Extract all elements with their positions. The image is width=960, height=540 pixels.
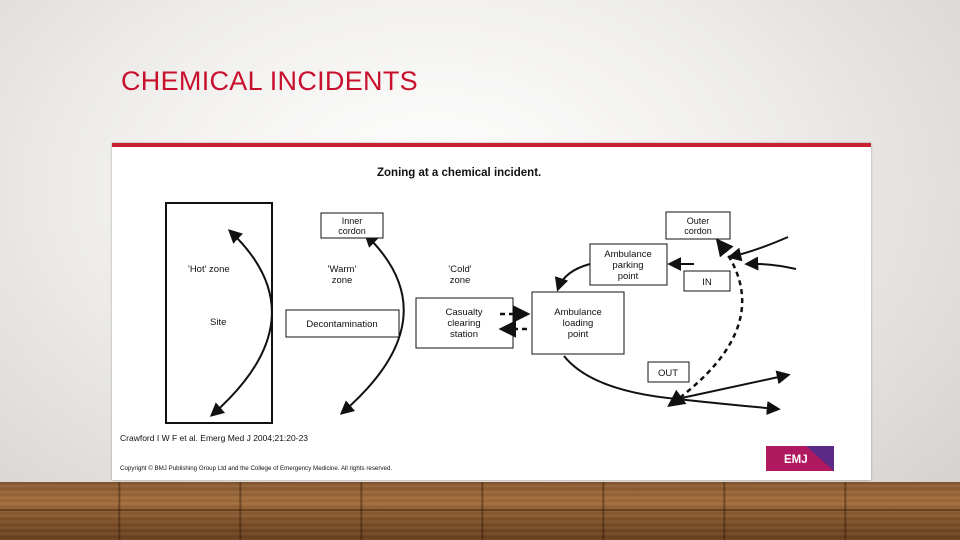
casualty-clearing-label-1: Casualty [446, 307, 483, 318]
slide-title: CHEMICAL INCIDENTS [121, 66, 418, 96]
emj-logo: EMJ [766, 446, 834, 471]
casualty-clearing-box [415, 297, 514, 349]
ambulance-loading-label-3: point [568, 329, 589, 340]
outgoing-arrow-lower [676, 398, 781, 416]
warm-zone-label-2: zone [332, 275, 353, 286]
copyright-text: Copyright © BMJ Publishing Group Ltd and… [120, 465, 392, 472]
site-boundary [165, 202, 273, 424]
ambulance-parking-label-2: parking [612, 260, 643, 271]
zoning-diagram-canvas: Zoning at a chemical incident. 'Hot' zon… [120, 167, 834, 472]
decontamination-label: Decontamination [306, 319, 377, 330]
ambulance-parking-label-3: point [618, 271, 639, 282]
inner-cordon-label-2: cordon [338, 226, 366, 236]
diagram-title: Zoning at a chemical incident. [377, 167, 541, 179]
incoming-arrow-top [727, 236, 789, 262]
casualty-clearing-label-3: station [450, 329, 478, 340]
citation-text: Crawford I W F et al. Emerg Med J 2004;2… [120, 433, 308, 443]
out-label: OUT [658, 368, 678, 379]
ambulance-parking-label-1: Ambulance [604, 249, 652, 260]
outer-cordon-label-1: Outer [687, 216, 710, 226]
out-box [647, 361, 690, 383]
loading-outgoing-arc [563, 355, 678, 400]
in-box [683, 270, 731, 292]
in-label: IN [702, 277, 712, 288]
parking-to-loading-arrow [554, 263, 591, 292]
hot-zone-label: 'Hot' zone [188, 264, 230, 275]
warm-arc-arrow [339, 233, 405, 415]
zoning-diagram: Zoning at a chemical incident. 'Hot' zon… [112, 143, 871, 480]
decontamination-box [285, 309, 400, 338]
cold-zone-label-1: 'Cold' [448, 264, 471, 275]
wood-floor-background [0, 482, 960, 540]
inner-cordon-box [320, 212, 384, 239]
outgoing-arrow-upper [676, 370, 791, 400]
outer-cordon-label-2: cordon [684, 226, 712, 236]
ambulance-loading-box [531, 291, 625, 355]
ambulance-loading-label-1: Ambulance [554, 307, 602, 318]
ambulance-loading-label-2: loading [563, 318, 594, 329]
inner-arc-arrow [209, 229, 273, 417]
warm-zone-label-1: 'Warm' [328, 264, 357, 275]
cold-zone-label-2: zone [450, 275, 471, 286]
figure-top-border [112, 143, 871, 147]
wood-floor-seam [0, 509, 960, 511]
svg-text:EMJ: EMJ [784, 454, 808, 466]
inner-cordon-label-1: Inner [342, 216, 363, 226]
outer-cordon-dashed-arc [667, 238, 744, 408]
casualty-clearing-label-2: clearing [447, 318, 480, 329]
incoming-arrow-middle [744, 256, 797, 271]
site-label: Site [210, 317, 226, 328]
